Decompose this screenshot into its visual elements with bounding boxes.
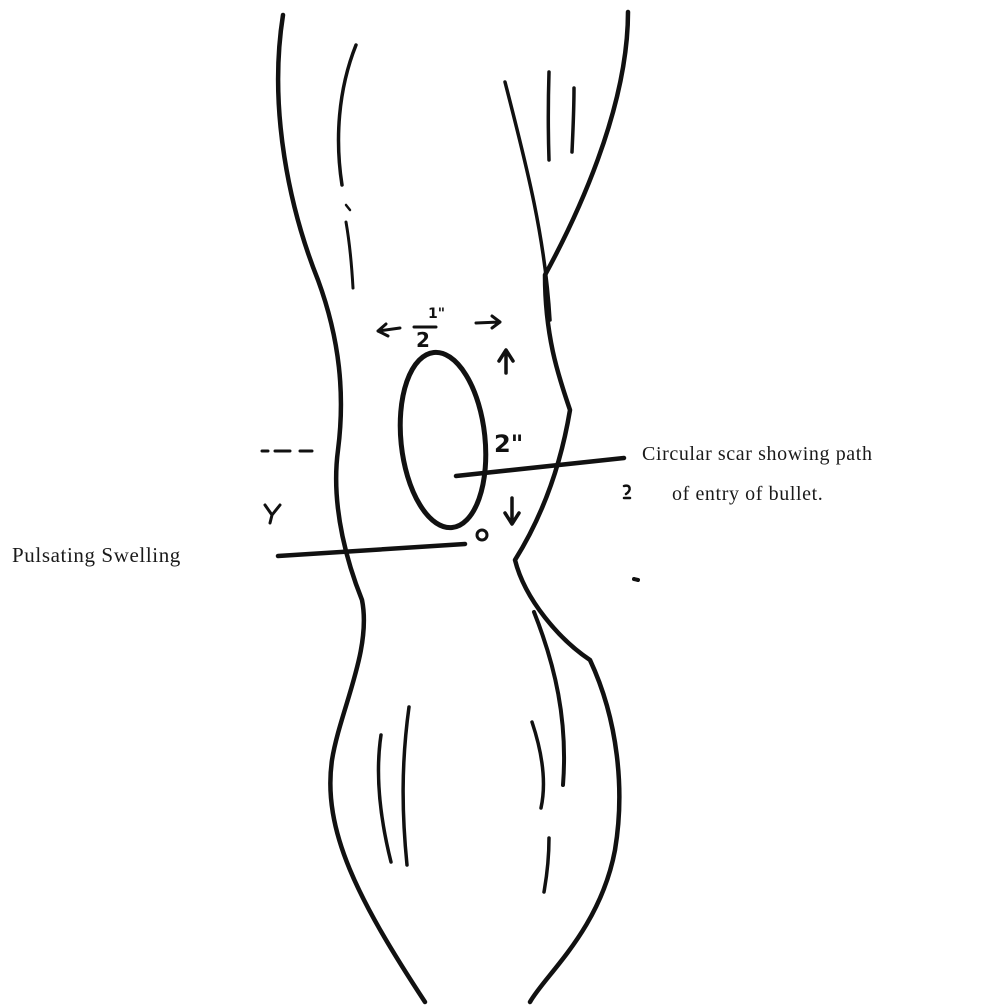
leg-right-outline [515,12,628,1002]
thigh-contour-left-lower [346,222,353,288]
scar-label-line1: Circular scar showing path [642,443,873,465]
scan-mark-y [265,505,280,523]
leg-left-outline [278,15,425,1002]
width-arrow-right [476,316,500,328]
scan-mark-glyph [624,486,630,498]
thigh-contour-right-a [548,72,549,160]
scan-mark-dot [634,579,638,580]
swelling-leader-line [278,544,465,556]
width-arrow-left [378,324,400,336]
calf-contour-right-lower [544,838,549,892]
calf-contour-right-outer [534,612,564,785]
scar-label-line2: of entry of bullet. [672,483,823,505]
calf-contour-right-inner [532,722,544,808]
thigh-contour-left [339,45,356,185]
height-measure: 2" [494,430,523,458]
calf-contour-left-a [378,735,391,862]
height-arrow-down [505,498,519,524]
swelling-label: Pulsating Swelling [12,543,181,567]
thigh-contour-right-b [572,88,574,152]
circular-scar [392,348,494,532]
width-numerator: 1" [428,306,445,322]
width-denominator: 2 [416,328,430,352]
scar-leader-line [456,458,624,476]
pulsating-swelling-marker [477,530,487,540]
calf-contour-left-b [403,707,409,865]
height-arrow-up [499,350,513,373]
thigh-contour-left-dash [346,205,350,210]
